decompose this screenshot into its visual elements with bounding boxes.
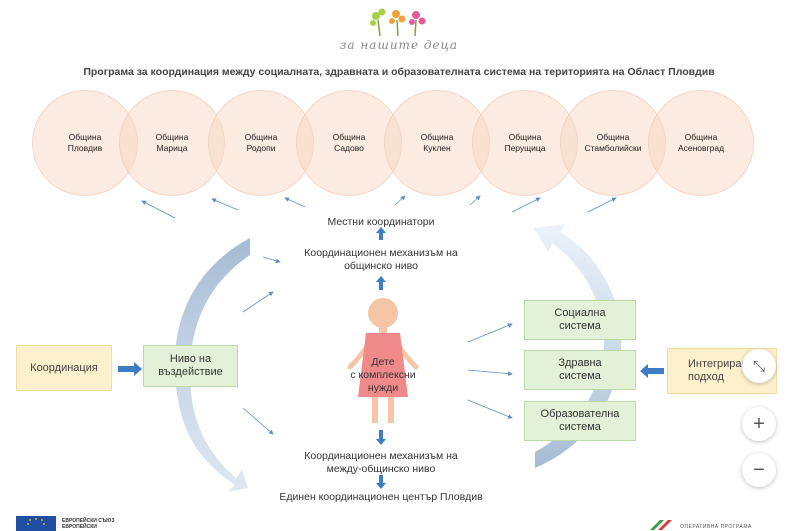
eu-stars-icon [27,518,45,525]
eu-text-line1: ЕВРОПЕЙСКИ СЪЮЗ [62,518,115,524]
child-label-line1: Дете [371,356,395,368]
logo-text: за нашите деца [339,38,459,52]
child-label: Дете с комплексни нужди [343,356,423,395]
curved-arrow-left [174,238,250,492]
municipality-name: Родопи [246,143,276,153]
integrated-line1: Интегриран [688,358,748,370]
social-system-line1: Социална [554,307,606,319]
coordination-box: Координация [16,345,112,391]
municipality-label: Община [508,132,542,142]
municipality-name: Куклен [423,143,451,153]
municipality-name: Садово [334,143,364,153]
municipal-mechanism-line2: общинско ниво [344,260,418,272]
child-label-line3: нужди [367,382,399,394]
page-title: Програма за координация между социалната… [83,66,715,78]
municipality-name: Асеновград [677,143,725,153]
collapse-icon: ⤡ [752,357,765,375]
program-logo [368,6,432,38]
coordination-arrow [118,362,142,376]
local-coordinators-label: Местни координатори [327,216,435,228]
health-system-line2: система [559,370,601,382]
child-icon [347,298,419,423]
op-text: ОПЕРАТИВНА ПРОГРАМА [680,524,752,530]
municipality-label: Община [155,132,189,142]
education-system-line2: система [559,421,601,433]
eu-flag [16,516,56,531]
unified-center-label: Единен координационен център Пловдив [279,491,483,503]
municipality-label: Община [420,132,454,142]
inter-mechanism-line1: Координационен механизъм на [304,450,458,462]
health-system-line1: Здравна [558,357,602,369]
municipal-mechanism-label: Координационен механизъм на общинско нив… [283,247,479,273]
inter-municipal-mechanism-label: Координационен механизъм на между-общинс… [283,450,479,476]
minus-icon: − [753,458,765,481]
eu-text-line2: ЕВРОПЕЙСКИ [62,524,97,530]
impact-level-line2: въздействие [158,366,223,378]
inter-mechanism-line2: между-общинско ниво [326,463,436,475]
municipality-name: Пловдив [67,143,103,153]
op-logo [648,518,674,531]
municipal-mechanism-line1: Координационен механизъм на [304,247,458,259]
integrated-line2: подход [688,371,724,383]
plus-icon: + [753,412,765,435]
municipality-name: Перущица [504,143,546,153]
municipality-name: Стамболийски [584,143,642,153]
municipality-name: Марица [156,143,188,153]
collapse-button[interactable]: ⤡ [742,349,776,383]
municipality-label: Община [244,132,278,142]
op-logo-icon [650,520,672,530]
impact-level-line1: Ниво на [169,353,212,365]
child-label-line2: с комплексни [350,369,416,381]
eu-text: ЕВРОПЕЙСКИ СЪЮЗ ЕВРОПЕЙСКИ [62,518,114,530]
municipality-label: Община [684,132,718,142]
zoom-out-button[interactable]: − [742,453,776,487]
municipality-label: Община [68,132,102,142]
social-system-line2: система [559,320,601,332]
integrated-arrow [640,364,664,378]
municipality-label: Община [332,132,366,142]
flower-logo-icon [370,8,426,37]
child-figure [338,297,428,429]
education-system-line1: Образователна [540,408,620,420]
municipality-label: Община [596,132,630,142]
zoom-in-button[interactable]: + [742,407,776,441]
